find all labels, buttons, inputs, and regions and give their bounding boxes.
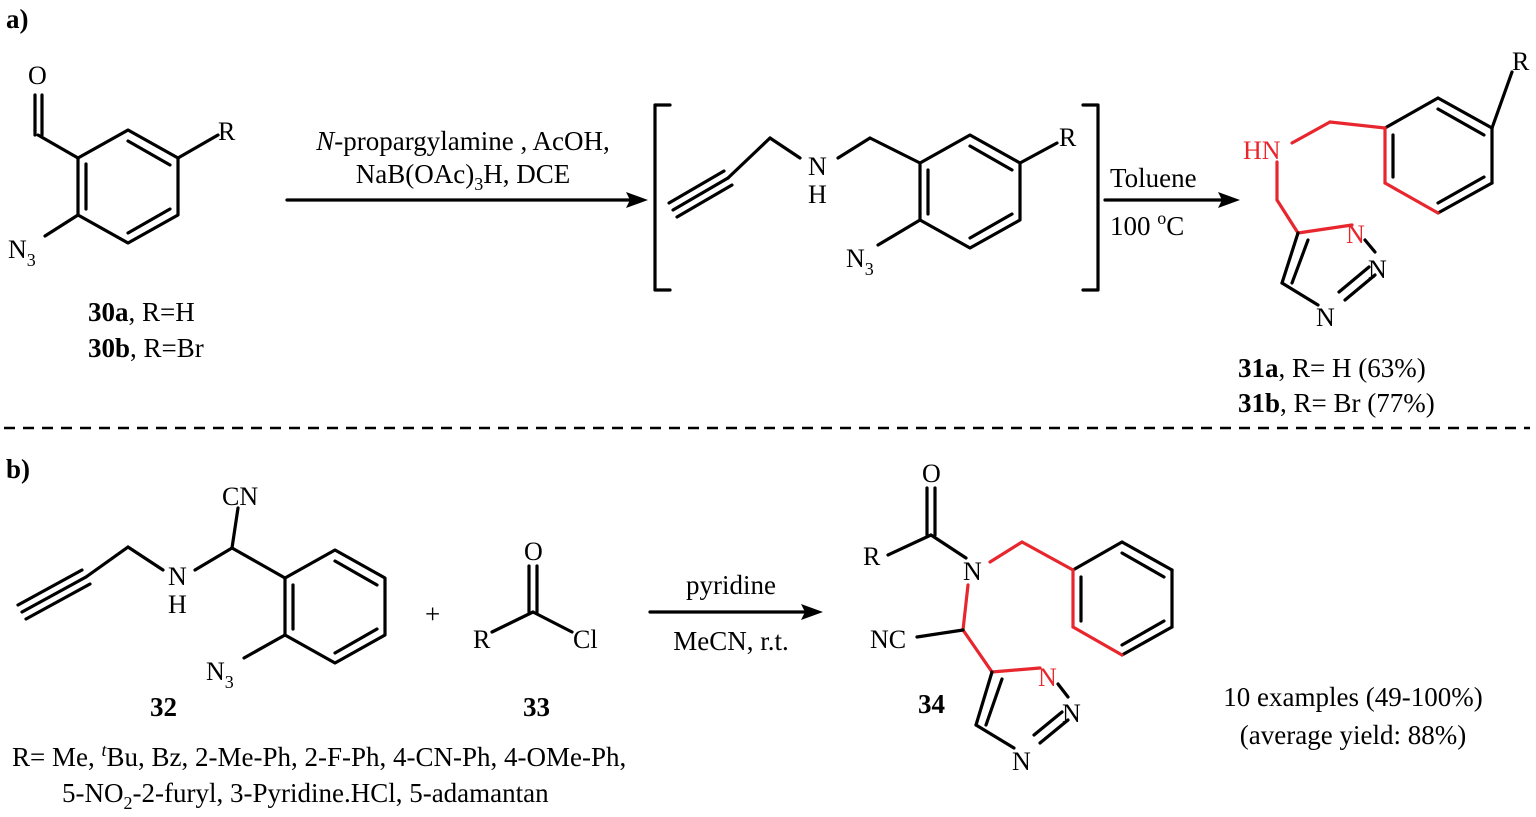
product-triazole-n3: N [1316, 303, 1335, 332]
compound-31a-name: 31a, R= H (63%) [1238, 353, 1426, 383]
product-triazole-n1: N [1346, 220, 1365, 249]
product-triazole-n2: N [1368, 255, 1387, 284]
sm-azide-group: N3 [8, 235, 36, 270]
product-31-structure [1275, 70, 1514, 307]
c34-triazole-n2: N [1062, 699, 1081, 728]
examples-yield-line2: (average yield: 88%) [1240, 720, 1466, 750]
c34-nitrile: NC [870, 625, 906, 654]
panel-b-label: b) [6, 454, 30, 484]
examples-yield-line1: 10 examples (49-100%) [1223, 682, 1482, 712]
c32-nitrile: CN [222, 482, 258, 511]
panel-a-label: a) [6, 4, 29, 34]
compound-34-label: 34 [918, 689, 945, 719]
intermediate-bracket-left [653, 103, 672, 292]
compound-32-structure [16, 506, 387, 665]
step1-arrow [285, 192, 648, 208]
plus-sign: + [425, 599, 440, 629]
intermediate-bracket-right [1081, 103, 1100, 292]
step2-arrow [1103, 192, 1240, 208]
compound-34-structure [886, 486, 1174, 750]
c34-oxygen: O [922, 459, 941, 488]
intermediate-r-group: R [1059, 123, 1077, 152]
c32-azide-group: N3 [206, 657, 234, 692]
compound-31b-name: 31b, R= Br (77%) [1238, 388, 1435, 418]
intermediate-amine-n: N [808, 152, 827, 181]
panel-b-conditions-line1: pyridine [686, 570, 776, 600]
c32-amine-n: N [168, 562, 187, 591]
intermediate-amine-h: H [808, 180, 827, 209]
step2-conditions-line2: 100 oC [1110, 208, 1184, 241]
r-group-list-line1: R= Me, tBu, Bz, 2-Me-Ph, 2-F-Ph, 4-CN-Ph… [12, 740, 626, 772]
product-amine-nh: HN [1243, 136, 1281, 165]
step1-conditions-line1: N-propargylamine , AcOH, [315, 126, 609, 156]
c33-chlorine: Cl [573, 625, 598, 654]
c34-r-group: R [863, 542, 881, 571]
intermediate-azide-group: N3 [846, 244, 874, 279]
step1-conditions-line2: NaB(OAc)3H, DCE [356, 159, 570, 194]
compound-33-structure [490, 564, 574, 634]
compound-30a-name: 30a, R=H [88, 297, 195, 327]
panel-b-arrow [648, 604, 823, 620]
intermediate-structure [667, 133, 1059, 250]
c32-amine-h: H [168, 590, 187, 619]
panel-b-conditions-line2: MeCN, r.t. [673, 626, 789, 656]
c34-triazole-n1: N [1038, 663, 1057, 692]
product-r-group: R [1512, 47, 1530, 76]
c34-triazole-n3: N [1012, 747, 1031, 776]
c33-r-group: R [473, 625, 491, 654]
compound-30b-name: 30b, R=Br [88, 333, 204, 363]
c34-amide-n: N [963, 557, 982, 586]
sm-oxygen-atom: O [28, 61, 47, 90]
compound-33-label: 33 [523, 692, 550, 722]
r-group-list-line2: 5-NO2-2-furyl, 3-Pyridine.HCl, 5-adamant… [62, 778, 549, 813]
step2-conditions-line1: Toluene [1110, 163, 1197, 193]
c33-oxygen: O [524, 537, 543, 566]
compound-32-label: 32 [150, 692, 177, 722]
compound-30-structure [33, 93, 220, 245]
sm-r-group: R [218, 117, 236, 146]
